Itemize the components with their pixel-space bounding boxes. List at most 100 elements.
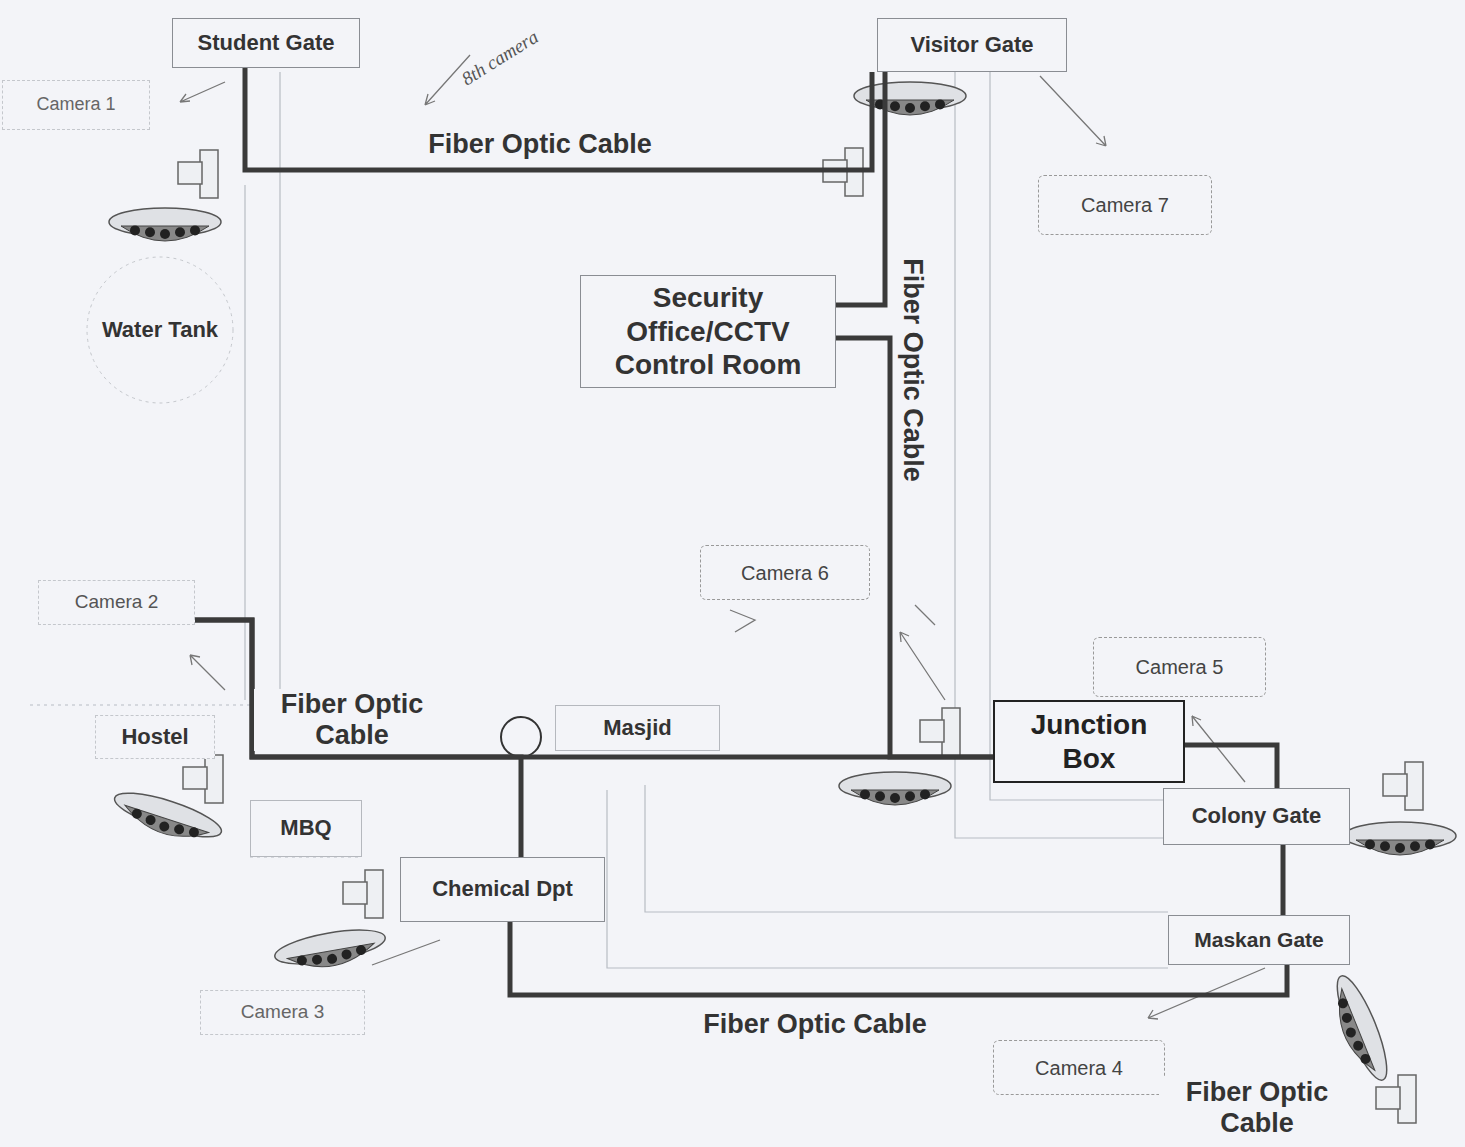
node-text: Camera 7 <box>1081 193 1169 217</box>
cable-label: Fiber Optic Cable <box>425 129 655 160</box>
leader-arrow <box>915 605 935 625</box>
site-box: Security Office/CCTV Control Room <box>580 275 836 388</box>
leader-arrow <box>180 82 225 102</box>
node-text: Security Office/CCTV Control Room <box>589 281 827 382</box>
lens <box>1352 1039 1365 1052</box>
bracket-arm <box>920 720 944 742</box>
leader-arrow <box>190 655 225 690</box>
camera-label-box: Camera 4 <box>993 1040 1165 1095</box>
lens <box>920 101 930 111</box>
dome-lens-band <box>866 100 954 115</box>
lens <box>1340 1011 1353 1024</box>
lens <box>1410 841 1420 851</box>
lens <box>920 789 930 799</box>
leader-arrows <box>180 55 1265 1019</box>
bracket-arm <box>183 767 207 789</box>
lens <box>1344 1026 1357 1039</box>
lens <box>130 225 140 235</box>
dome-lens-band <box>1356 840 1444 855</box>
lens <box>860 789 870 799</box>
tank-outline <box>87 257 233 403</box>
fiber-optic-cable <box>195 620 521 857</box>
node-text: Chemical Dpt <box>432 876 573 902</box>
dome-camera <box>1344 822 1456 855</box>
dome-camera <box>839 772 951 805</box>
wall-bracket <box>920 708 960 756</box>
leader-arrow <box>1192 716 1245 782</box>
cable-label: Fiber Optic Cable <box>896 255 927 485</box>
dome-camera <box>1323 971 1396 1087</box>
lens <box>190 225 200 235</box>
fiber-optic-cable <box>245 68 872 170</box>
node-text: Junction Box <box>1003 708 1175 775</box>
site-box: MBQ <box>250 800 362 857</box>
node-text: Visitor Gate <box>910 32 1033 58</box>
bracket-arm <box>343 882 367 904</box>
dome-camera <box>109 208 221 241</box>
camera-label-box: Camera 2 <box>38 580 195 625</box>
dome-lens-band <box>121 226 209 241</box>
junction-circle <box>501 717 541 757</box>
node-text: Camera 3 <box>241 1001 324 1024</box>
handwritten-note: 8th camera <box>455 24 545 91</box>
wall-bracket <box>178 150 218 198</box>
lens <box>905 791 915 801</box>
tank-circle: Water Tank <box>85 255 235 405</box>
lens <box>175 227 185 237</box>
guide-line <box>645 785 1168 912</box>
lens <box>890 101 900 111</box>
lens <box>311 954 323 966</box>
dome-lens-band <box>1328 989 1375 1076</box>
lens <box>905 103 915 113</box>
lens <box>145 227 155 237</box>
dome-lens-band <box>287 943 376 973</box>
site-box: Visitor Gate <box>877 18 1067 72</box>
dome-camera <box>109 784 226 850</box>
fiber-optic-cable <box>195 620 993 757</box>
lens <box>355 944 367 956</box>
cable-label: Fiber Optic Cable <box>700 1009 930 1040</box>
lens <box>935 99 945 109</box>
lens <box>160 229 170 239</box>
dome-camera <box>272 923 388 975</box>
site-box: Student Gate <box>172 18 360 68</box>
leader-arrow <box>1040 76 1106 146</box>
cable-label: Fiber Optic Cable <box>254 689 450 751</box>
lens <box>296 955 308 967</box>
lens <box>158 820 171 833</box>
dome-rim <box>110 784 225 845</box>
camera-label-box: Camera 7 <box>1038 175 1212 235</box>
node-text: Camera 4 <box>1035 1056 1123 1080</box>
bracket-arm <box>178 162 202 184</box>
dome-lens-band <box>120 805 208 846</box>
site-box: Chemical Dpt <box>400 857 605 922</box>
wall-bracket <box>183 755 223 803</box>
leader-arrow <box>730 610 755 632</box>
node-text: MBQ <box>280 815 331 841</box>
lens <box>173 823 186 836</box>
bracket-arm <box>1376 1087 1400 1109</box>
node-text: Hostel <box>121 724 188 750</box>
lens <box>1336 997 1349 1010</box>
fiber-optic-cable <box>1185 745 1277 788</box>
wall-bracket <box>1376 1075 1416 1123</box>
camera-label-box: Camera 3 <box>200 990 365 1035</box>
dome-cameras <box>109 82 1456 1123</box>
leader-arrow <box>900 632 945 700</box>
lens <box>1395 843 1405 853</box>
node-text: Water Tank <box>102 317 218 343</box>
lens <box>144 814 157 827</box>
camera-label-box: Camera 1 <box>2 80 150 130</box>
fiber-optic-cable <box>1281 845 1286 915</box>
lens <box>1425 839 1435 849</box>
dome-rim <box>1328 971 1396 1085</box>
site-box: Colony Gate <box>1163 788 1350 845</box>
lens <box>890 793 900 803</box>
wall-bracket <box>343 870 383 918</box>
node-text: Camera 2 <box>75 591 158 614</box>
node-text: Masjid <box>603 715 671 741</box>
node-text: Camera 6 <box>741 561 829 585</box>
camera-label-box: Camera 5 <box>1093 637 1266 697</box>
camera-label-box: Hostel <box>95 715 215 759</box>
